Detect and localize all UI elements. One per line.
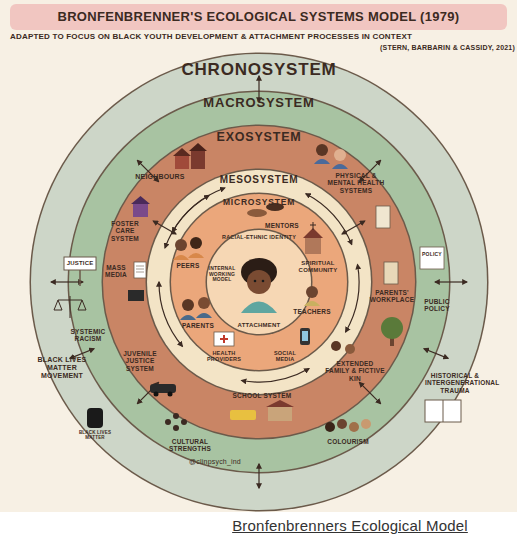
- system-label: MENTORS: [259, 222, 305, 229]
- diagram-title: BRONFENBRENNER'S ECOLOGICAL SYSTEMS MODE…: [10, 10, 507, 25]
- system-label: BLACK LIVES MATTER MOVEMENT: [37, 356, 87, 379]
- system-label: PEERS: [168, 262, 208, 269]
- system-label: CULTURAL STRENGTHS: [160, 438, 220, 453]
- ring-title: MACROSYSTEM: [69, 96, 449, 111]
- core-label: RACIAL-ETHNIC IDENTITY: [219, 234, 299, 240]
- system-label: EXTENDED FAMILY & FICTIVE KIN: [325, 360, 385, 382]
- system-label: SPIRITUAL COMMUNITY: [294, 260, 342, 273]
- system-ring: MICROSYSTEM RACIAL-ETHNIC IDENTITY INTERNA…: [171, 194, 347, 370]
- subtitle-text: (STERN, BARBARIN & CASSIDY, 2021): [365, 44, 515, 52]
- system-label: SYSTEMIC RACISM: [63, 328, 113, 343]
- system-label: PHYSICAL & MENTAL HEALTH SYSTEMS: [324, 172, 389, 194]
- system-label: FOSTER CARE SYSTEM: [105, 220, 145, 242]
- system-label: HEALTH PROVIDERS: [203, 350, 245, 362]
- system-label: POLICY: [420, 252, 444, 258]
- subtitle-text: ADAPTED TO FOCUS ON BLACK YOUTH DEVELOPM…: [10, 33, 460, 42]
- system-label: @clinpsych_ind: [175, 458, 255, 466]
- system-label: COLOURISM: [323, 438, 373, 445]
- system-label: PARENTS: [178, 322, 218, 329]
- system-label: PARENTS' WORKPLACE: [367, 289, 417, 304]
- ring-title: CHRONOSYSTEM: [31, 60, 487, 79]
- core-label: INTERNAL WORKING MODEL: [207, 266, 237, 283]
- system-label: BLACK LIVES MATTER: [78, 430, 112, 440]
- system-label: HISTORICAL & INTERGENERATIONAL TRAUMA: [425, 372, 485, 394]
- system-ring: CHRONOSYSTEM MACROSYSTEM EXOSYSTEM MESOSYST…: [31, 54, 487, 510]
- system-label: JUSTICE: [64, 260, 96, 267]
- ring-title: MICROSYSTEM: [171, 198, 347, 208]
- system-label: SOCIAL MEDIA: [266, 350, 304, 362]
- system-label: SCHOOL SYSTEM: [227, 392, 297, 399]
- system-label: TEACHERS: [290, 308, 335, 315]
- caption-link: Bronfenbrenners Ecological Model: [190, 518, 510, 535]
- ring-title: MESOSYSTEM: [147, 174, 371, 185]
- system-ring: MACROSYSTEM EXOSYSTEM MESOSYSTEM MICROSYSTE…: [69, 92, 449, 472]
- system-label: JUVENILE JUSTICE SYSTEM: [120, 350, 160, 372]
- system-ring: RACIAL-ETHNIC IDENTITY INTERNAL WORKING M…: [207, 230, 311, 334]
- system-label: MASS MEDIA: [100, 264, 132, 279]
- system-label: NEIGHBOURS: [130, 173, 190, 181]
- core-label: ATTACHMENT: [230, 322, 288, 329]
- system-label: PUBLIC POLICY: [417, 298, 457, 313]
- ring-title: EXOSYSTEM: [103, 130, 415, 144]
